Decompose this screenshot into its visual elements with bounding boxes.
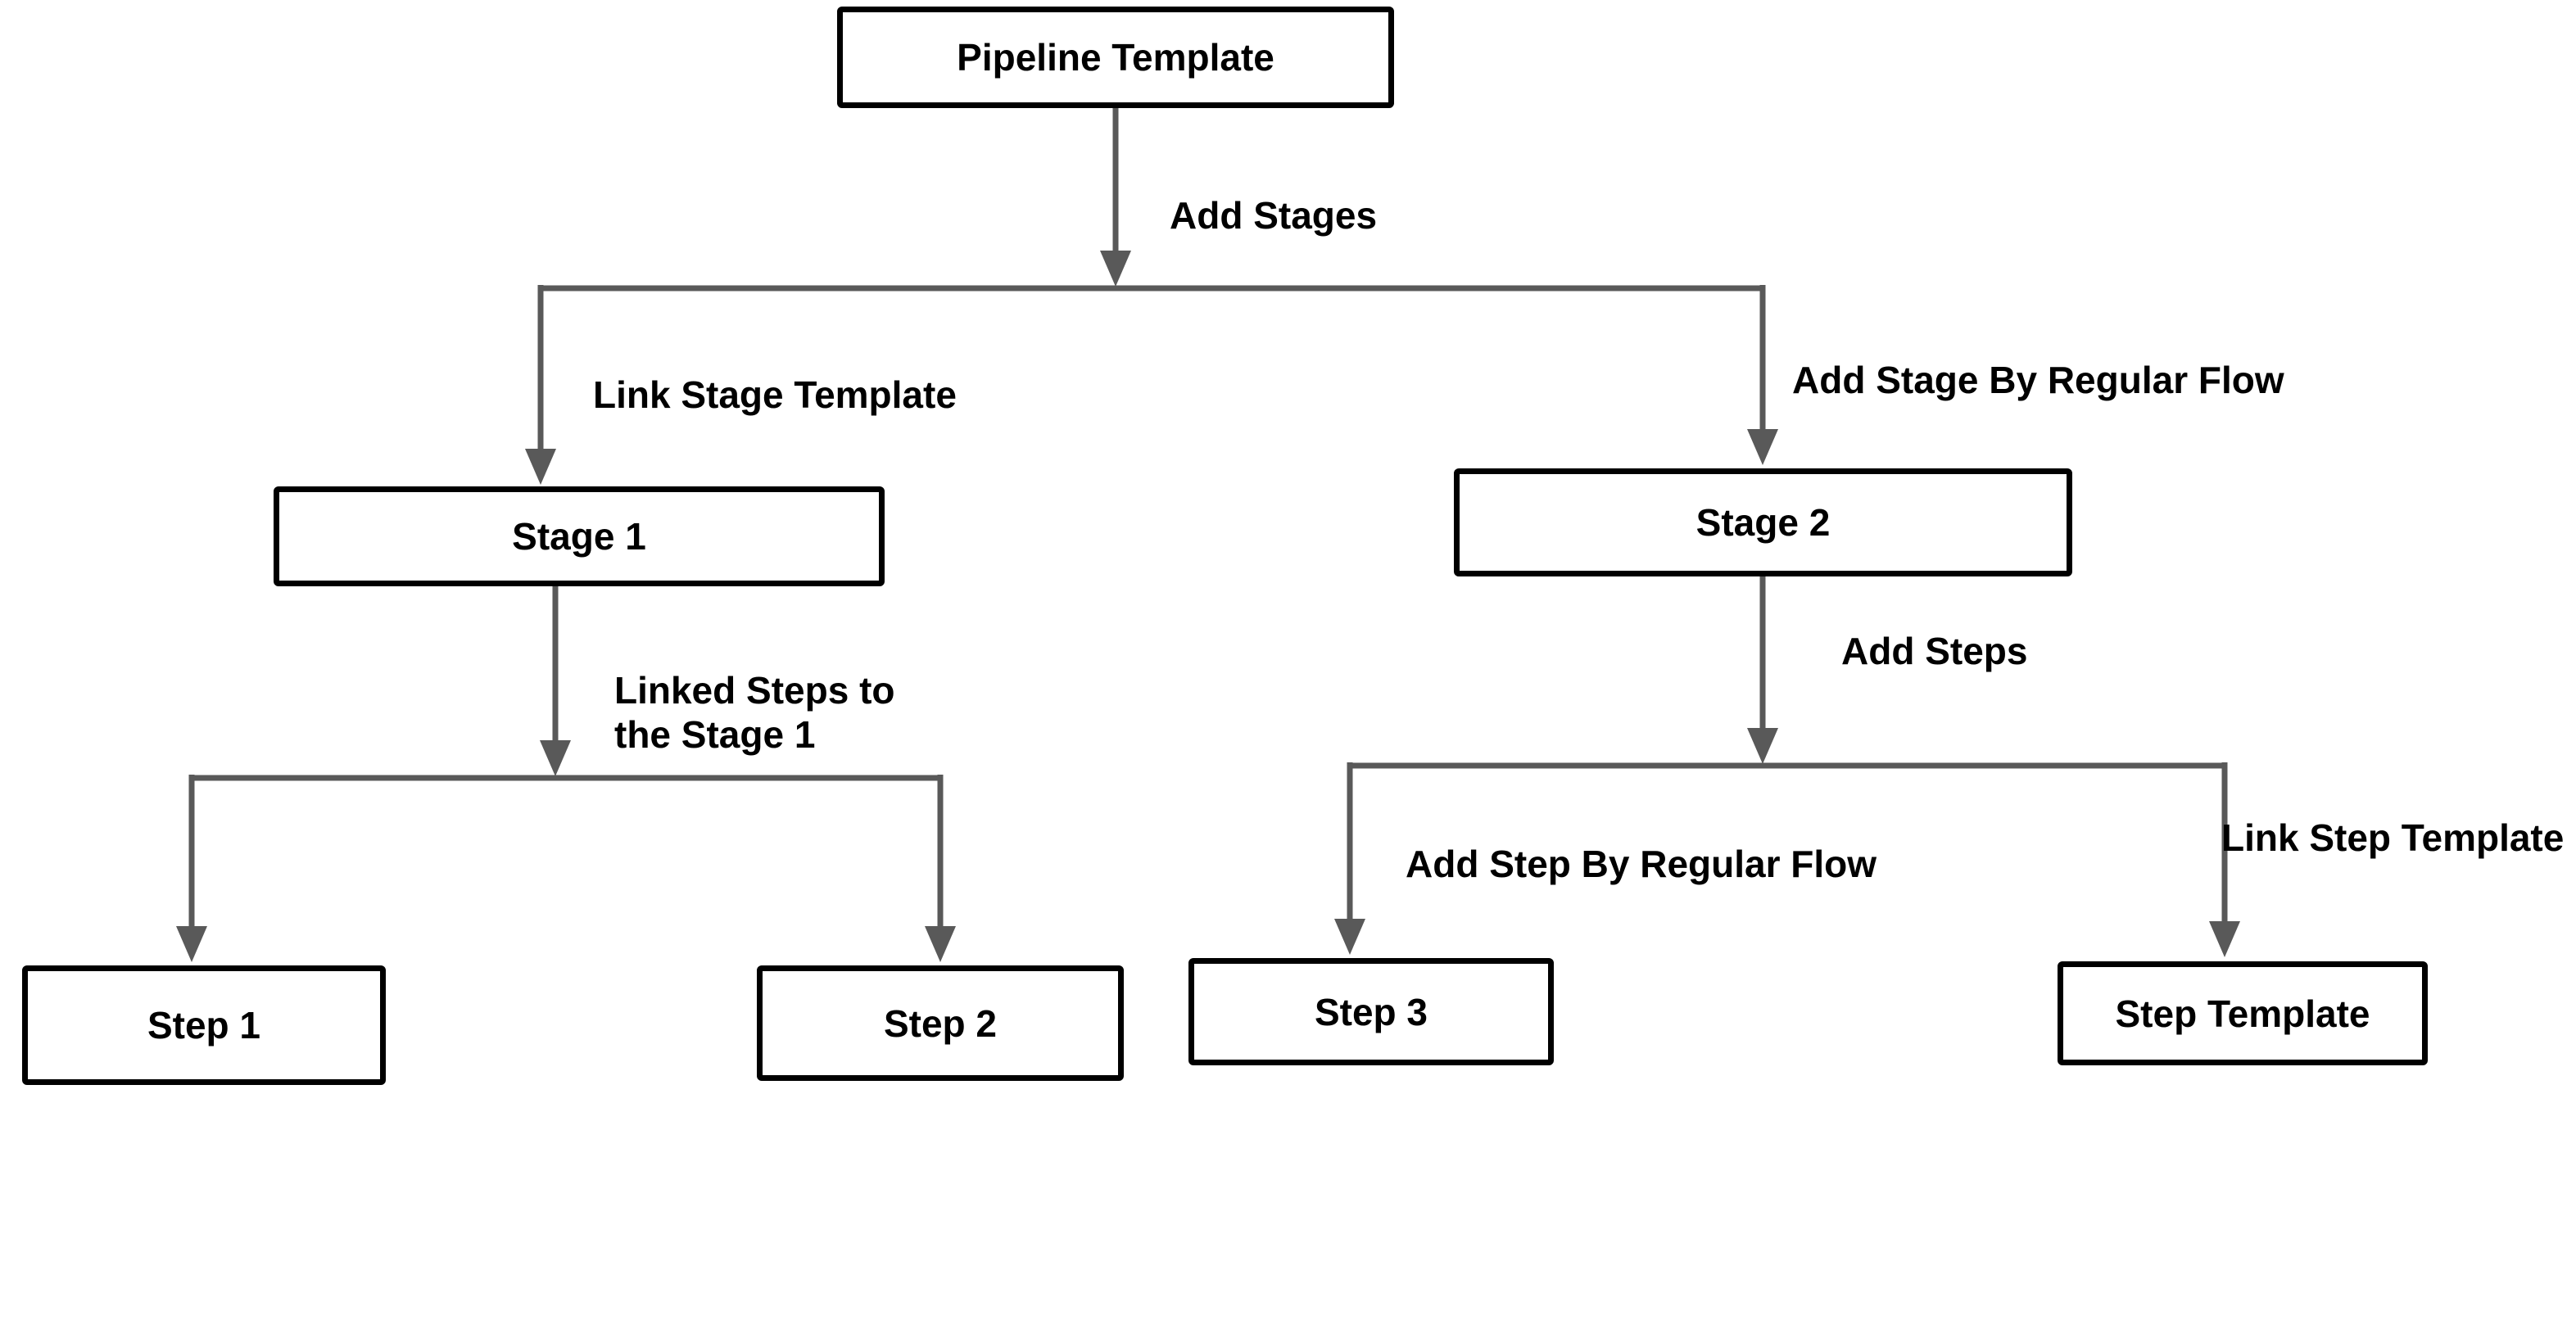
arrowhead-to-step-template	[2209, 921, 2240, 957]
node-step-1-label: Step 1	[147, 1004, 261, 1046]
edge-label-add-stage-by-regular-flow: Add Stage By Regular Flow	[1792, 359, 2284, 401]
node-stage-1: Stage 1	[274, 486, 885, 586]
node-step-3: Step 3	[1188, 958, 1554, 1065]
arrowhead-to-step-3	[1334, 919, 1365, 955]
node-stage-1-label: Stage 1	[512, 515, 646, 558]
edge-label-link-stage-template: Link Stage Template	[593, 373, 957, 416]
node-step-template: Step Template	[2058, 961, 2428, 1065]
node-step-3-label: Step 3	[1314, 990, 1428, 1033]
node-stage-2-label: Stage 2	[1695, 501, 1831, 544]
node-pipeline-template-label: Pipeline Template	[957, 36, 1274, 79]
node-pipeline-template: Pipeline Template	[837, 7, 1394, 108]
edge-label-linked-steps-to-stage-1: Linked Steps to the Stage 1	[614, 669, 895, 756]
node-step-2-label: Step 2	[883, 1001, 998, 1045]
node-step-template-label: Step Template	[2115, 992, 2370, 1035]
arrowhead-to-stage-1-split	[540, 740, 571, 776]
arrowhead-to-stage-2	[1747, 429, 1778, 465]
node-step-1: Step 1	[22, 965, 386, 1085]
edge-label-add-stages: Add Stages	[1170, 194, 1378, 237]
edge-label-add-step-by-regular-flow: Add Step By Regular Flow	[1406, 843, 1877, 885]
arrowhead-to-stage-2-split	[1747, 728, 1778, 764]
arrowhead-to-stage-1	[525, 449, 556, 485]
edge-label-add-steps: Add Steps	[1841, 630, 2028, 672]
edge-label-link-step-template: Link Step Template	[2221, 816, 2565, 859]
node-step-2: Step 2	[757, 965, 1124, 1081]
arrowhead-to-step-2	[925, 926, 956, 962]
arrowhead-to-top-connector	[1100, 251, 1131, 287]
arrowhead-to-step-1	[176, 926, 207, 962]
node-stage-2: Stage 2	[1454, 468, 2072, 576]
